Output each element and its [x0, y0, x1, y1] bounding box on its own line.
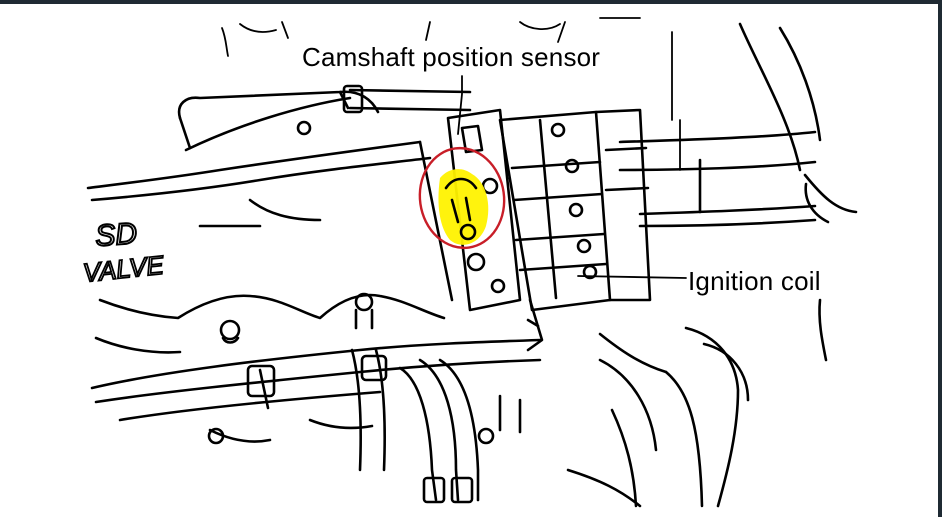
right-hoses: [566, 22, 858, 508]
cover-engraving: SD VALVE: [81, 216, 167, 289]
window-right-edge: [938, 0, 942, 517]
valve-cover: [86, 90, 454, 354]
engraving-line2: VALVE: [81, 250, 165, 288]
ignition-coil-label: Ignition coil: [688, 266, 821, 296]
engine-bay-top-lines: [221, 17, 681, 171]
upper-pipe: [184, 84, 472, 152]
lower-hoses: [90, 298, 544, 504]
cover-bolts: [219, 120, 374, 344]
ignition-coil-block: [498, 108, 652, 312]
sensor-detail: [444, 177, 478, 241]
window-top-bar: [0, 0, 942, 4]
camshaft-sensor-label: Camshaft position sensor: [302, 42, 601, 72]
leader-lines: [457, 75, 687, 279]
engraving-line1: SD: [94, 217, 138, 253]
sensor-circle-mark: [418, 146, 506, 250]
